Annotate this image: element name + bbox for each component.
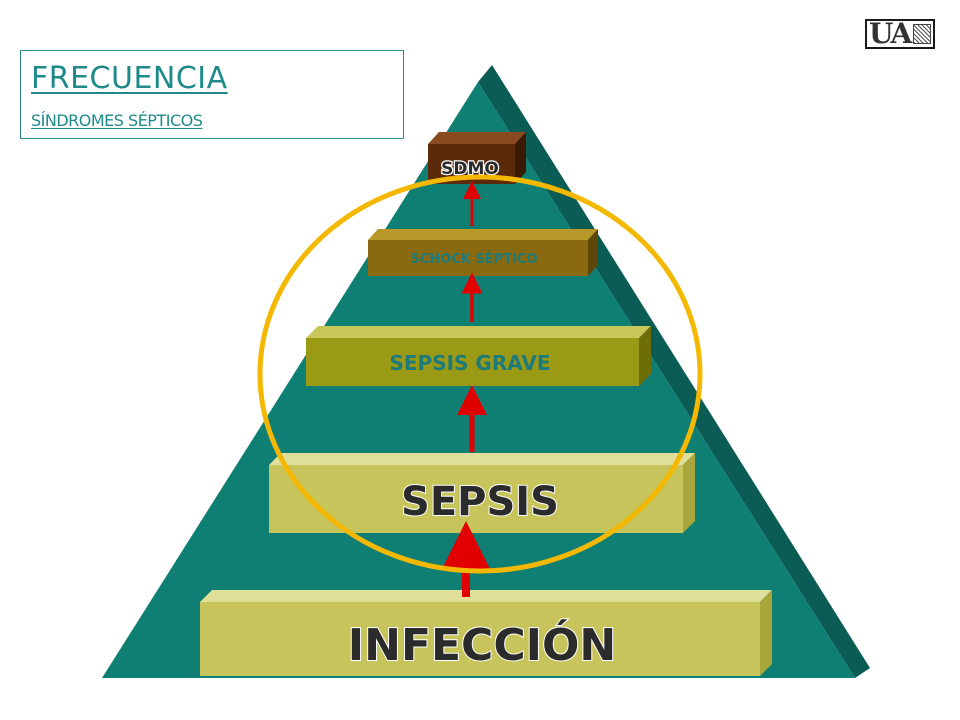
level-shock-septico-label: SCHOCK SÉPTICO bbox=[410, 251, 537, 267]
level-infeccion: INFECCIÓN bbox=[200, 590, 772, 676]
level-sepsis-label: SEPSIS bbox=[401, 479, 559, 525]
title-box: FRECUENCIA SÍNDROMES SÉPTICOS bbox=[20, 50, 404, 139]
pyramid-right-face bbox=[478, 65, 870, 678]
slide-subtitle: SÍNDROMES SÉPTICOS bbox=[31, 111, 203, 130]
ua-logo-seal bbox=[913, 24, 931, 44]
ua-logo-text: UA bbox=[869, 17, 912, 50]
level-infeccion-label: INFECCIÓN bbox=[348, 618, 617, 671]
level-sepsis-grave-label: SEPSIS GRAVE bbox=[389, 351, 550, 375]
level-shock-septico: SCHOCK SÉPTICO bbox=[368, 229, 598, 276]
level-sepsis-grave: SEPSIS GRAVE bbox=[306, 326, 651, 386]
highlight-circle bbox=[257, 174, 703, 574]
slide-title: FRECUENCIA bbox=[31, 61, 228, 96]
ua-logo: UA bbox=[865, 17, 935, 50]
